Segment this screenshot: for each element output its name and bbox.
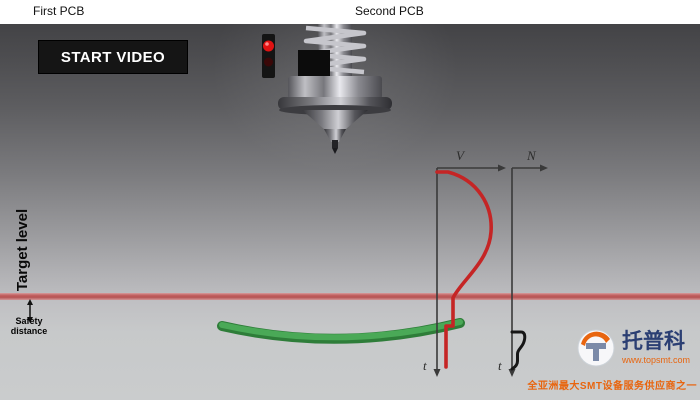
bowed-pcb-graphic	[217, 318, 465, 344]
top-bar: First PCB Second PCB	[0, 0, 700, 24]
company-website[interactable]: www.topsmt.com	[622, 355, 691, 366]
velocity-graph-axes	[433, 164, 506, 377]
logo-text: 托普科 www.topsmt.com	[622, 329, 691, 366]
nozzle-tip	[302, 110, 368, 154]
nozzle-block	[298, 50, 330, 77]
velocity-axis-label: V	[456, 148, 464, 163]
target-level-line	[0, 293, 700, 300]
first-pcb-label: First PCB	[33, 4, 85, 18]
velocity-curve	[435, 170, 493, 369]
force-axis-label: N	[527, 148, 536, 163]
animation-scene: START VIDEO	[0, 24, 700, 400]
company-name: 托普科	[622, 329, 685, 353]
velocity-time-label: t	[423, 358, 427, 373]
force-graph-axes	[508, 164, 548, 377]
second-pcb-label: Second PCB	[355, 4, 424, 18]
brand-tagline: 全亚洲最大SMT设备服务供应商之一	[527, 381, 697, 392]
topsmt-logo: 托普科 www.topsmt.com	[577, 329, 690, 367]
force-time-label: t	[498, 358, 502, 373]
start-video-button[interactable]: START VIDEO	[38, 40, 188, 74]
nozzle-body	[288, 76, 382, 99]
safety-distance-label: Safety distance	[10, 316, 48, 337]
indicator-light	[262, 34, 275, 78]
nozzle-graphic	[262, 24, 392, 154]
target-level-label: Target level	[14, 208, 31, 292]
force-curve	[510, 330, 527, 371]
topsmt-logo-icon	[577, 329, 615, 367]
